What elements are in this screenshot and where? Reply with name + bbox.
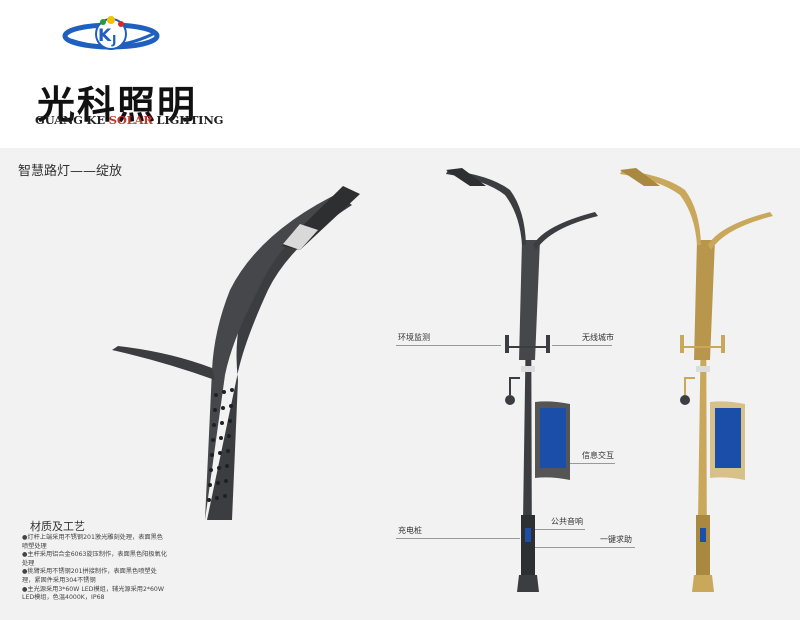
label-info-interaction: 信息交互 <box>582 451 614 460</box>
leader-line <box>552 345 612 346</box>
camera-icon <box>680 395 690 405</box>
materials-item: ●挑臂采用不锈钢201拼接制作，表面黑色喷塑处理，紧固件采用304不锈钢 <box>22 568 157 584</box>
materials-item: ●主光源采用3*60W LED模组，辅光源采用2*60W LED模组，色温400… <box>22 585 164 602</box>
svg-text:K: K <box>98 26 112 46</box>
gold-street-light-pole <box>620 168 773 592</box>
leader-line <box>570 463 615 464</box>
materials-list: ●灯杆上端采用不锈钢201激光雕刻处理，表面黑色喷塑处理 ●主杆采用铝合金606… <box>22 534 167 603</box>
dark-street-light-pole <box>446 168 598 592</box>
label-sos-button: 一键求助 <box>600 535 632 544</box>
leader-line <box>535 547 635 548</box>
leader-line <box>535 529 585 530</box>
label-wireless-city: 无线城市 <box>582 333 614 342</box>
materials-item: ●灯杆上端采用不锈钢201激光雕刻处理，表面黑色喷塑处理 <box>22 534 163 550</box>
header: K J 光科照明 GUANG KE SOLAR LIGHTING <box>0 0 800 148</box>
pole-perforations <box>207 388 234 502</box>
camera-icon <box>505 395 515 405</box>
materials-item: ●主杆采用铝合金6063旋压制作，表面黑色阳极氧化处理 <box>22 551 167 567</box>
label-charging-pile: 充电桩 <box>398 526 422 535</box>
leader-line <box>396 345 501 346</box>
info-screen <box>715 408 741 468</box>
materials-title: 材质及工艺 <box>30 520 85 533</box>
logo-chinese-name: 光科照明 <box>37 83 198 127</box>
logo-emblem-icon: K J <box>62 16 160 50</box>
closeup-lamp-illustration <box>112 186 360 520</box>
info-screen <box>540 408 566 468</box>
page-title: 智慧路灯——绽放 <box>18 164 123 179</box>
logo-english-name: GUANG KE SOLAR LIGHTING <box>35 113 224 127</box>
label-env-monitoring: 环境监测 <box>398 333 430 342</box>
label-public-audio: 公共音响 <box>551 517 583 526</box>
leader-line <box>396 538 520 539</box>
svg-text:J: J <box>111 33 116 47</box>
brand-logo: K J 光科照明 GUANG KE SOLAR LIGHTING <box>35 14 223 134</box>
